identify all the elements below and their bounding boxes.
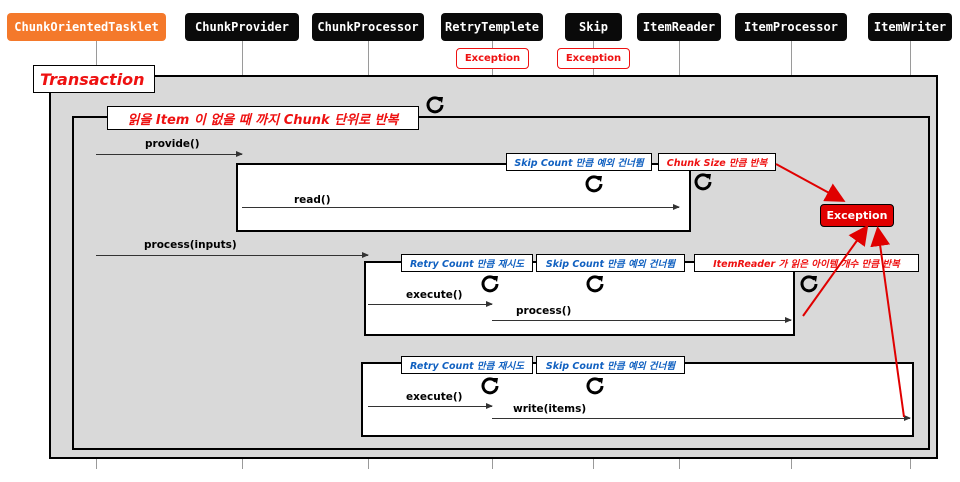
write-arrow — [492, 415, 911, 421]
read-message: read() — [294, 194, 331, 206]
refresh-icon — [586, 275, 604, 293]
transaction-label: Transaction — [33, 65, 155, 93]
reader-exception-arrow — [775, 163, 846, 202]
read-loop-box — [236, 163, 691, 232]
actor-chunk-provider: ChunkProvider — [185, 13, 299, 41]
refresh-icon — [585, 175, 603, 193]
write-skip-tag: Skip Count 만큼 예외 건너뜀 — [536, 356, 685, 374]
process-inputs-message: process(inputs) — [144, 239, 237, 251]
process-inputs-arrow — [96, 252, 369, 258]
actor-item-writer: ItemWriter — [868, 13, 952, 41]
processor-exception-arrow — [802, 224, 869, 317]
skip-exception-badge: Exception — [557, 48, 630, 69]
execute-process-message: execute() — [406, 289, 463, 301]
write-retry-tag: Retry Count 만큼 재시도 — [401, 356, 533, 374]
actor-chunk-processor: ChunkProcessor — [312, 13, 424, 41]
refresh-icon — [586, 377, 604, 395]
write-message: write(items) — [513, 403, 587, 415]
retry-exception-badge: Exception — [456, 48, 529, 69]
process-message: process() — [516, 305, 572, 317]
provide-message: provide() — [145, 138, 200, 150]
process-repeat-tag: ItemReader 가 읽은 아이템 개수 만큼 반복 — [694, 254, 919, 272]
actor-chunk-oriented-tasklet: ChunkOrientedTasklet — [7, 13, 166, 41]
refresh-icon — [800, 275, 818, 293]
process-arrow — [492, 317, 792, 323]
actor-item-reader: ItemReader — [637, 13, 721, 41]
execute-process-arrow — [368, 301, 493, 307]
read-repeat-tag: Chunk Size 만큼 반복 — [658, 153, 776, 171]
refresh-icon — [694, 173, 712, 191]
execute-write-message: execute() — [406, 391, 463, 403]
process-skip-tag: Skip Count 만큼 예외 건너뜀 — [536, 254, 685, 272]
writer-exception-arrow — [870, 226, 905, 418]
provide-arrow — [96, 151, 243, 157]
actor-retry-template: RetryTemplete — [441, 13, 543, 41]
process-retry-tag: Retry Count 만큼 재시도 — [401, 254, 533, 272]
refresh-icon — [481, 275, 499, 293]
chunk-loop-label: 읽을 Item 이 없을 때 까지 Chunk 단위로 반복 — [107, 106, 419, 130]
read-arrow — [242, 204, 680, 210]
chunk-loop-frame — [72, 116, 930, 450]
read-skip-tag: Skip Count 만큼 예외 건너뜀 — [506, 153, 652, 171]
actor-item-processor: ItemProcessor — [735, 13, 847, 41]
refresh-icon — [426, 96, 444, 114]
actor-skip: Skip — [565, 13, 622, 41]
execute-write-arrow — [368, 403, 493, 409]
refresh-icon — [481, 377, 499, 395]
